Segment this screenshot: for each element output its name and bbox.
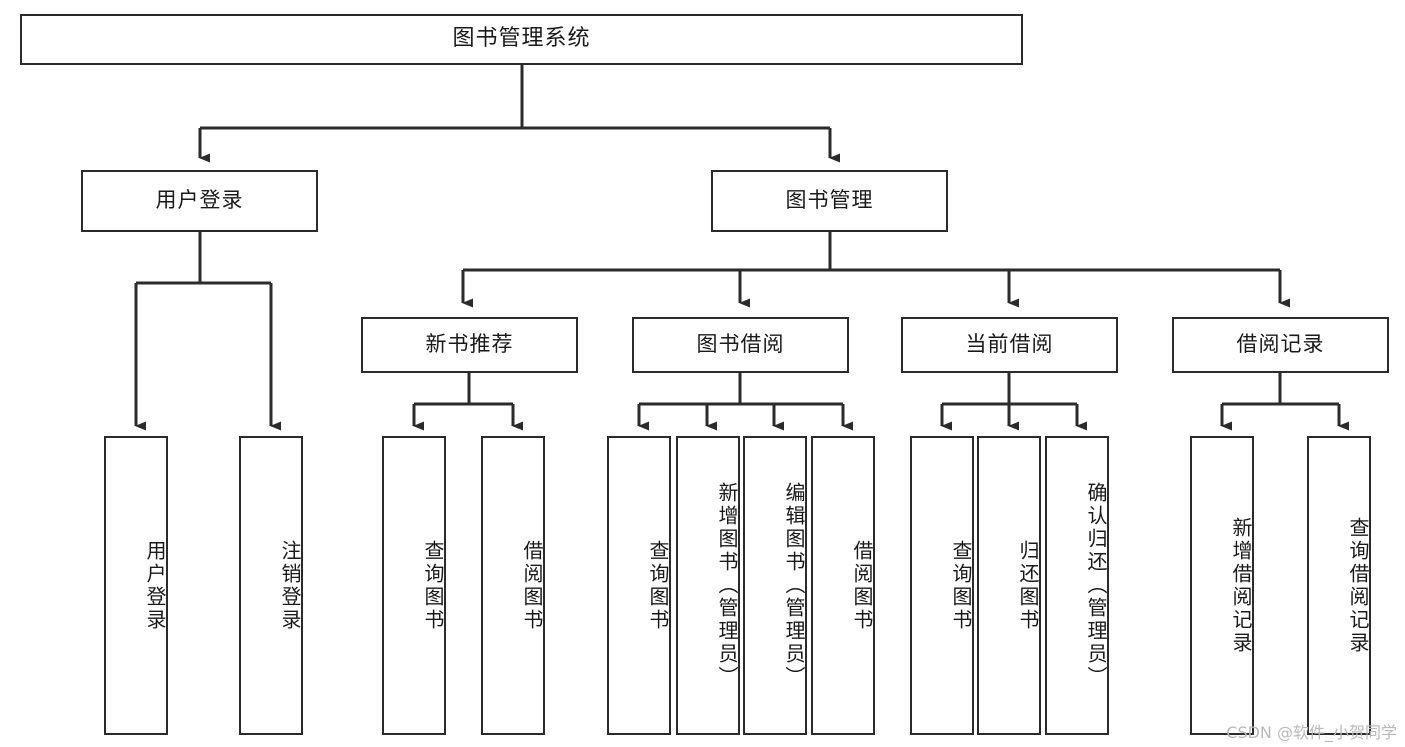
node-label: 查询图书 [646,539,670,632]
node-label: 当前借阅 [965,332,1054,357]
node-label: 用户登录 [143,539,167,632]
node-label: 归还图书 [1016,539,1040,632]
node-label: 图书管理 [785,188,874,213]
leaf-confirm-return-admin[interactable]: 确认归还（管理员） [1045,436,1109,735]
leaf-query-book-borrow[interactable]: 查询图书 [607,436,671,735]
leaf-add-book-admin[interactable]: 新增图书（管理员） [676,436,740,735]
leaf-query-book-current[interactable]: 查询图书 [910,436,974,735]
node-label: 查询借阅记录 [1346,516,1370,655]
node-new-book-recommend[interactable]: 新书推荐 [361,317,578,373]
node-label: 新增图书（管理员） [715,482,739,689]
node-root-system[interactable]: 图书管理系统 [20,14,1023,65]
node-borrow-record[interactable]: 借阅记录 [1172,317,1389,373]
node-label: 借阅图书 [850,539,874,632]
node-label: 查询图书 [421,539,445,632]
node-label: 新增借阅记录 [1229,516,1253,655]
leaf-borrow-book-borrow[interactable]: 借阅图书 [811,436,875,735]
csdn-watermark: CSDN @软件_小贺同学 [1226,723,1397,742]
leaf-query-borrow-record[interactable]: 查询借阅记录 [1307,436,1371,735]
leaf-return-book[interactable]: 归还图书 [977,436,1041,735]
node-label: 确认归还（管理员） [1084,482,1108,689]
node-label: 借阅图书 [520,539,544,632]
leaf-query-book-recommend[interactable]: 查询图书 [382,436,446,735]
leaf-user-login[interactable]: 用户登录 [104,436,168,735]
node-label: 图书借阅 [696,332,785,357]
node-user-login[interactable]: 用户登录 [81,170,318,232]
node-label: 用户登录 [155,188,244,213]
node-book-borrow[interactable]: 图书借阅 [632,317,849,373]
node-book-manage[interactable]: 图书管理 [711,170,948,232]
leaf-logout[interactable]: 注销登录 [239,436,303,735]
node-label: 查询图书 [949,539,973,632]
node-label: 借阅记录 [1236,332,1325,357]
node-label: 编辑图书（管理员） [782,482,806,689]
node-label: 注销登录 [278,539,302,632]
node-label: 图书管理系统 [452,26,591,52]
node-label: 新书推荐 [425,332,514,357]
leaf-borrow-book-recommend[interactable]: 借阅图书 [481,436,545,735]
node-current-borrow[interactable]: 当前借阅 [901,317,1118,373]
leaf-add-borrow-record[interactable]: 新增借阅记录 [1190,436,1254,735]
leaf-edit-book-admin[interactable]: 编辑图书（管理员） [743,436,807,735]
